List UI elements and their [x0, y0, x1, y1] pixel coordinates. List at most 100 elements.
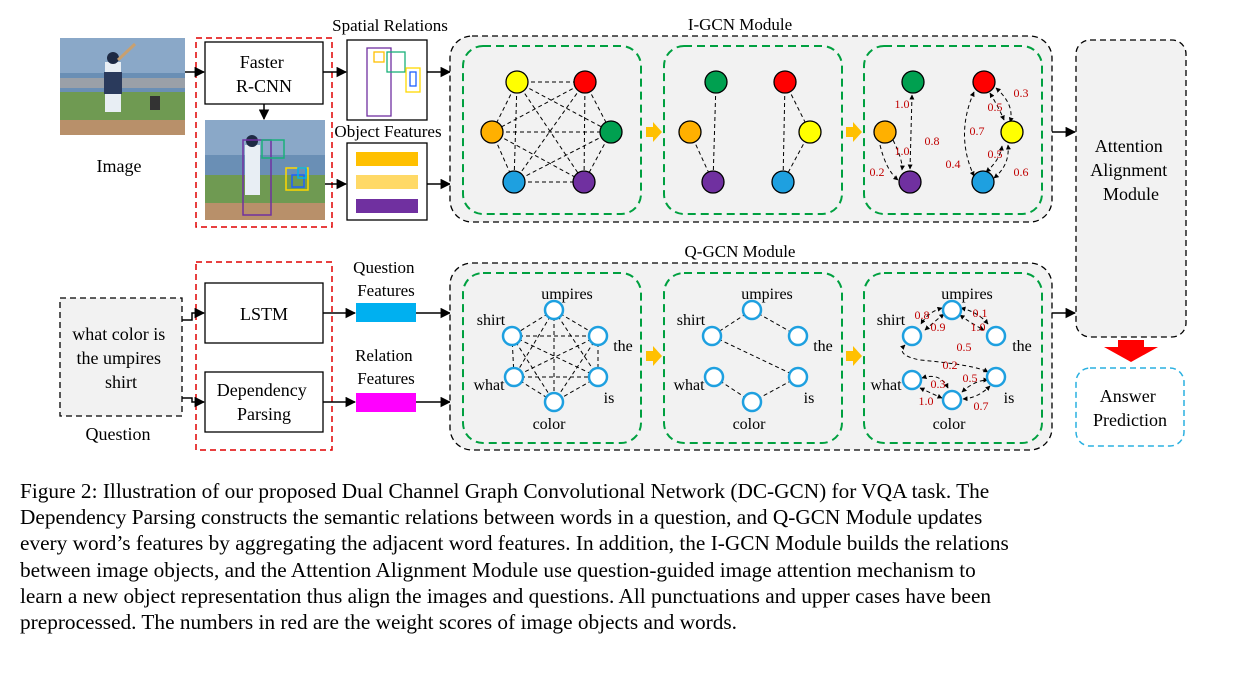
word-label: is [1004, 390, 1015, 407]
qgcn-panel-3-words: umpires shirt the what is color [870, 286, 1031, 433]
word-label: umpires [941, 286, 993, 303]
figure-caption: Figure 2: Illustration of our proposed D… [20, 478, 1232, 635]
weight-label: 0.6 [1014, 165, 1029, 179]
object-node-blue [771, 170, 795, 194]
object-node-green [599, 120, 623, 144]
igcn-module [449, 35, 1053, 223]
relation-features-label: Relation Features [355, 346, 417, 388]
qgcn-module [449, 262, 1053, 451]
question-label: Question [86, 424, 151, 444]
igcn-panel-2 [663, 45, 843, 215]
object-node-orange [480, 120, 504, 144]
word-node [941, 299, 963, 321]
word-label: umpires [741, 286, 793, 303]
object-node-red [972, 70, 996, 94]
igcn-title: I-GCN Module [688, 15, 792, 34]
igcn-panel-3 [863, 45, 1043, 215]
qgcn-panel-1-words: umpires shirt the what is color [473, 286, 632, 433]
word-node [787, 366, 809, 388]
weight-label: 0.2 [870, 165, 885, 179]
word-label: color [933, 416, 967, 433]
question-line-1: what color is [72, 324, 165, 344]
object-node-red [573, 70, 597, 94]
weight-label: 0.4 [946, 157, 961, 171]
object-feature-bar-1 [356, 152, 418, 166]
step-arrow-icon [646, 346, 662, 366]
relation-feature-bar [356, 393, 416, 412]
question-line-3: shirt [105, 372, 137, 392]
word-label: is [604, 390, 615, 407]
image-extractor-frame [195, 37, 333, 228]
weight-label: 1.0 [971, 320, 986, 334]
word-label: the [1012, 338, 1032, 355]
word-node [703, 366, 725, 388]
step-arrow-icon [846, 122, 862, 142]
word-node [985, 366, 1007, 388]
down-arrow-icon [1104, 340, 1158, 362]
word-label: the [613, 338, 633, 355]
weight-label: 0.7 [970, 124, 985, 138]
object-node-yellow [1000, 120, 1024, 144]
word-node [787, 325, 809, 347]
qgcn-panel-2-nodes [701, 299, 809, 413]
question-line-2: the umpires [77, 348, 161, 368]
caption-line: Figure 2: Illustration of our proposed D… [20, 479, 990, 503]
word-node [587, 366, 609, 388]
weight-label: 0.3 [1014, 86, 1029, 100]
weight-label: 1.0 [919, 394, 934, 408]
word-node [543, 299, 565, 321]
igcn-panel-3-edges [879, 87, 1014, 181]
word-label: is [804, 390, 815, 407]
word-label: umpires [541, 286, 593, 303]
word-node [543, 391, 565, 413]
input-image [60, 38, 185, 135]
word-label: color [533, 416, 567, 433]
word-node [941, 389, 963, 411]
weight-label: 0.7 [974, 399, 989, 413]
object-node-blue [502, 170, 526, 194]
qgcn-panel-3 [863, 272, 1043, 444]
word-label: the [813, 338, 833, 355]
word-label: color [733, 416, 767, 433]
caption-line: between image objects, and the Attention… [20, 557, 976, 582]
weight-label: 1.0 [895, 144, 910, 158]
word-node [587, 325, 609, 347]
spatial-relations-label: Spatial Relations [332, 16, 448, 35]
word-node [741, 299, 763, 321]
object-feature-bar-3 [356, 199, 418, 213]
image-label: Image [97, 156, 142, 176]
question-features-label: Question Features [353, 258, 419, 300]
igcn-weight-labels: 1.0 1.0 0.8 0.2 0.3 0.5 0.7 0.5 0.4 0.6 [870, 86, 1029, 179]
word-node [503, 366, 525, 388]
weight-label: 0.5 [957, 340, 972, 354]
weight-label: 0.5 [963, 371, 978, 385]
word-label: what [673, 377, 705, 394]
word-label: shirt [477, 312, 506, 329]
object-node-green [704, 70, 728, 94]
qgcn-panel-2-words: umpires shirt the what is color [673, 286, 832, 433]
step-arrow-icon [846, 346, 862, 366]
igcn-panel-1 [462, 45, 642, 215]
qgcn-panel-2 [663, 272, 843, 444]
object-node-yellow [505, 70, 529, 94]
answer-prediction-label: Answer Prediction [1093, 386, 1167, 430]
qgcn-title: Q-GCN Module [685, 242, 796, 261]
word-node [901, 325, 923, 347]
word-label: shirt [677, 312, 706, 329]
word-node [741, 391, 763, 413]
qgcn-panel-1-nodes [501, 299, 609, 413]
answer-prediction-box [1075, 367, 1185, 447]
caption-line: every word’s features by aggregating the… [20, 531, 1009, 556]
object-node-orange [873, 120, 897, 144]
weight-label: 0.9 [931, 320, 946, 334]
object-node-red [773, 70, 797, 94]
word-node [985, 325, 1007, 347]
question-feature-bar [356, 303, 416, 322]
object-features-label: Object Features [334, 122, 441, 141]
caption-line: Dependency Parsing constructs the semant… [20, 505, 983, 530]
lstm-label: LSTM [240, 304, 288, 324]
qgcn-panel-1 [462, 272, 642, 444]
weight-label: 0.2 [943, 358, 958, 372]
igcn-panel-1-edges [491, 81, 612, 183]
faster-rcnn-label: Faster R-CNN [236, 52, 292, 96]
